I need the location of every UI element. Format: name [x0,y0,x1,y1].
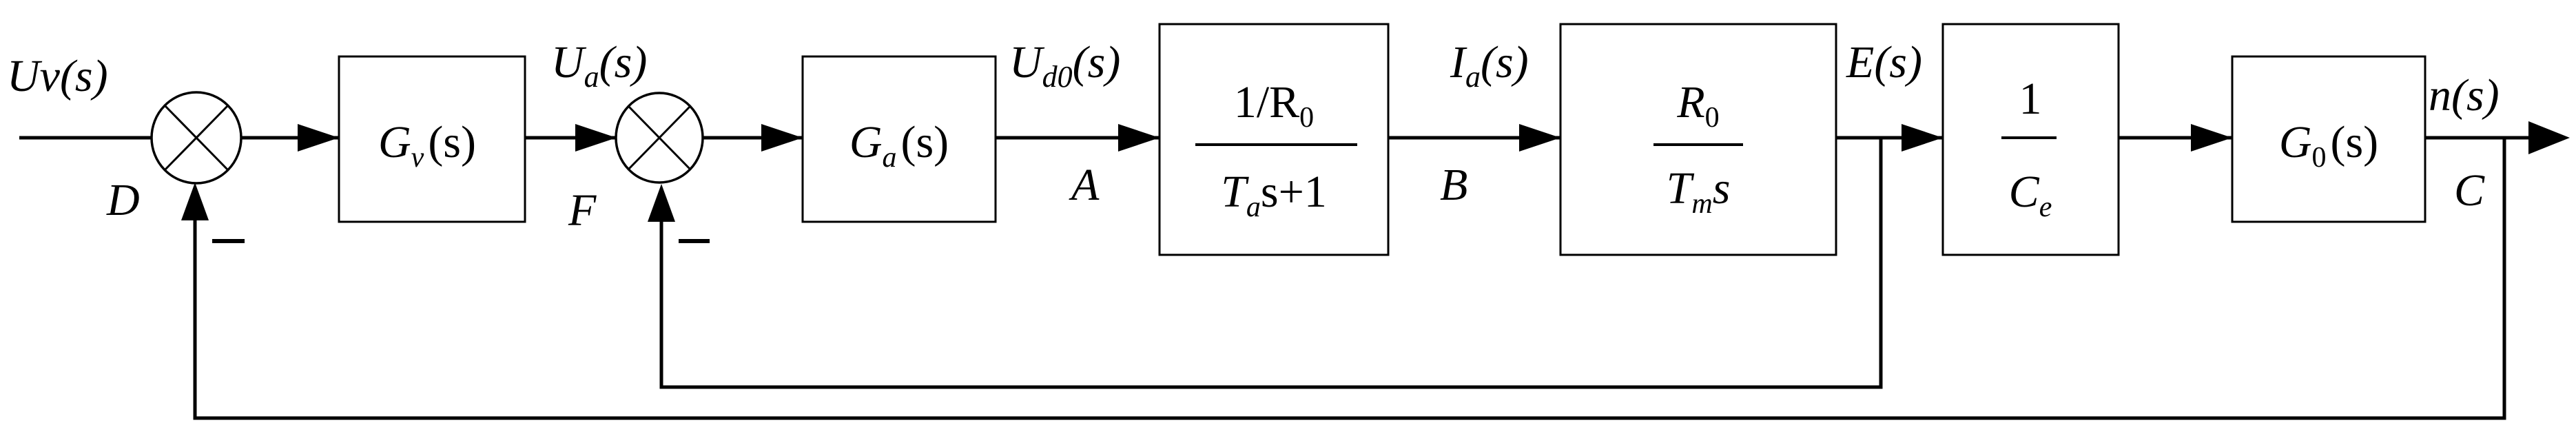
summing-junction-d [150,91,243,185]
signal-n: n(s) [2429,70,2500,121]
signal-ud0: Ud0(s) [1009,37,1120,94]
node-label-a: A [1069,160,1100,210]
node-label-f: F [568,185,597,236]
svg-text:R0: R0 [1676,77,1719,134]
svg-text:Tas+1: Tas+1 [1221,167,1327,223]
inner-feedback-arrow [648,184,675,222]
signal-ia: Ia(s) [1450,37,1529,94]
signal-ua: Ua(s) [551,37,647,94]
arrow-into-current-block [1118,124,1160,152]
arrow-into-gv [298,124,339,152]
svg-text:G0(s): G0(s) [2279,117,2378,174]
block-gv: Gv(s) [338,55,526,223]
arrow-into-mech-block [1519,124,1560,152]
node-label-d: D [106,175,140,225]
node-label-b: B [1440,160,1467,210]
arrow-into-ce-block [1902,124,1943,152]
output-arrow [2528,121,2570,154]
svg-text:1: 1 [2019,74,2042,124]
inner-feedback-loop [648,138,1883,389]
outer-feedback-loop [181,138,2506,420]
arrow-into-ga [761,124,803,152]
arrow-into-f [575,124,617,152]
node-label-c: C [2454,165,2485,216]
svg-text:Ga(s): Ga(s) [849,117,949,174]
arrow-into-g0-block [2191,124,2232,152]
signal-uv: Uv(s) [7,51,108,101]
svg-text:1/R0: 1/R0 [1234,77,1314,134]
outer-feedback-arrow [181,183,209,220]
svg-text:Tms: Tms [1667,163,1731,220]
forward-arrows [153,121,2570,154]
block-mechanical: R0 Tms [1559,23,1837,256]
signal-e: E(s) [1846,37,1922,87]
svg-text:Ce: Ce [2009,167,2052,223]
svg-text:Gv(s): Gv(s) [378,117,476,174]
summing-junction-f [615,92,704,184]
block-current-loop: 1/R0 Tas+1 [1158,23,1390,256]
block-ga: Ga(s) [801,55,997,223]
block-g0: G0(s) [2231,55,2426,223]
block-ce: 1 Ce [1941,23,2120,256]
